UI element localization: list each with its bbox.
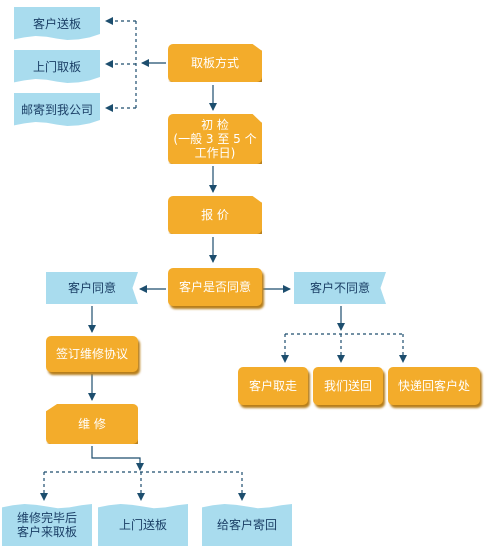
node-customer-takes: 客户取走 (238, 367, 308, 405)
node-door-deliver: 上门送板 (98, 504, 188, 546)
arrow-repair-to-branch (91, 446, 144, 471)
node-customer-disagree: 客户不同意 (294, 272, 386, 304)
node-pickup-method: 取板方式 (168, 44, 262, 82)
node-repair: 维 修 (46, 404, 138, 444)
node-customer-agree-decision: 客户是否同意 (168, 268, 262, 306)
node-quote: 报 价 (168, 196, 262, 234)
node-door-pickup: 上门取板 (14, 50, 100, 83)
node-express-return: 快递回客户处 (388, 367, 480, 405)
node-we-return: 我们送回 (313, 367, 383, 405)
node-sign-agreement: 签订维修协议 (46, 336, 138, 372)
node-mail-back: 给客户寄回 (202, 504, 292, 546)
node-mail-to-us: 邮寄到我公司 (14, 93, 100, 126)
node-customer-agree: 客户同意 (46, 272, 138, 304)
node-after-repair: 维修完毕后 客户来取板 (2, 504, 92, 546)
node-customer-send: 客户送板 (14, 7, 100, 40)
node-initial-check: 初 检 (一般 3 至 5 个 工作日) (168, 114, 262, 164)
